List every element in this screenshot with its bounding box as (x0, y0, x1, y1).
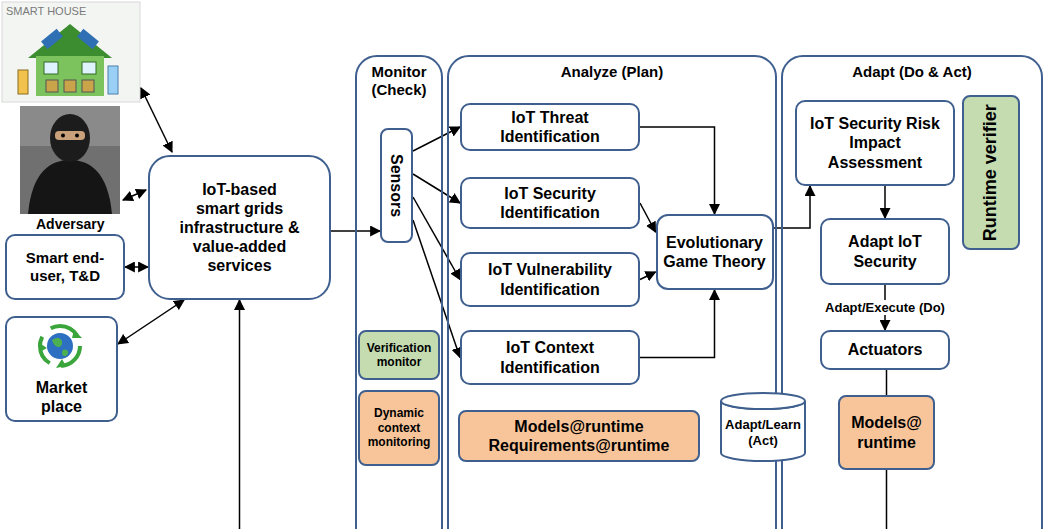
phase-panel: Monitor (Check) SensorsVerification monit… (355, 55, 443, 529)
node-text: Smart end-user, T&D (10, 249, 120, 285)
process-box: IoT Security Identification (460, 177, 640, 229)
process-box: IoT Vulnerability Identification (460, 252, 640, 307)
node-text: IoT Vulnerability Identification (466, 260, 634, 298)
panel-title: Adapt (Do & Act) (787, 63, 1037, 81)
connector (774, 186, 811, 228)
node-text: Sensors (387, 154, 406, 217)
node-text: Models@ runtime (847, 413, 927, 451)
process-box: IoT Threat Identification (460, 103, 640, 151)
monitor-box: Dynamic context monitoring (358, 390, 440, 466)
edge-label-holder: Adapt/Execute (Do) (823, 300, 947, 315)
monitor-box: Verification monitor (358, 330, 440, 380)
actor-caption-holder: Adversary (36, 216, 105, 232)
process-box: IoT Security Risk Impact Assessment (795, 100, 955, 186)
model-box: Models@ runtime (838, 395, 935, 470)
connector (640, 290, 715, 358)
connector (413, 127, 460, 151)
connector (640, 203, 656, 232)
connector (413, 174, 460, 203)
adversary-picture (20, 106, 120, 214)
node-text: IoT Security Risk Impact Assessment (801, 114, 949, 172)
connector (125, 266, 148, 268)
node-text: Adapt/Learn (Act) (725, 417, 801, 448)
verifier-box: Runtime verifier (962, 95, 1020, 250)
house-link (141, 88, 172, 152)
recycle-globe-icon (38, 326, 82, 368)
node-text: Market place (27, 378, 97, 416)
process-box: Actuators (820, 330, 950, 370)
image-caption: SMART HOUSE (6, 5, 86, 17)
node-text: Runtime verifier (980, 104, 1002, 241)
process-box: IoT Context Identification (460, 330, 640, 385)
connector (118, 300, 184, 344)
node-text: Dynamic context monitoring (363, 406, 435, 449)
node-text: Models@runtime Requirements@runtime (479, 417, 679, 455)
sensor-box: Sensors (380, 128, 413, 243)
node-text: IoT-based smart grids infrastructure & v… (179, 180, 301, 276)
model-box: Models@runtime Requirements@runtime (458, 410, 700, 462)
connector (640, 272, 656, 280)
connector (640, 127, 715, 214)
node-text: Adapt IoT Security (825, 232, 945, 270)
connector (886, 370, 888, 395)
panel-title: Analyze (Plan) (452, 63, 772, 81)
connector (413, 197, 460, 280)
actor-box: Smart end-user, T&D (5, 234, 125, 300)
phase-panel: Analyze (Plan) IoT Threat IdentificationI… (447, 55, 777, 529)
actor-caption: Adversary (36, 216, 105, 232)
cylinder-top (721, 393, 805, 409)
edge-label: Adapt/Execute (Do) (823, 300, 947, 315)
actor-box: Market place (5, 316, 118, 422)
connector (240, 300, 887, 529)
node-text: IoT Context Identification (466, 338, 634, 376)
node-text: Verification monitor (363, 341, 435, 370)
process-box: Adapt IoT Security (820, 218, 950, 285)
smart-house-picture (2, 2, 140, 102)
data-store: Adapt/Learn (Act) (720, 393, 806, 461)
node-text: IoT Threat Identification (466, 108, 634, 146)
adversary-link (123, 190, 146, 200)
decision-box: Evolutionary Game Theory (656, 214, 774, 290)
node-text: Evolutionary Game Theory (661, 233, 769, 271)
connector (884, 186, 886, 218)
node-text: IoT Security Identification (466, 184, 634, 222)
node-text: Actuators (848, 340, 923, 359)
phase-panel: Adapt (Do & Act) IoT Security Risk Impact… (781, 55, 1043, 529)
image-caption-holder: SMART HOUSE (6, 5, 86, 17)
system-box: IoT-based smart grids infrastructure & v… (148, 155, 331, 300)
panel-title: Monitor (Check) (357, 63, 441, 99)
